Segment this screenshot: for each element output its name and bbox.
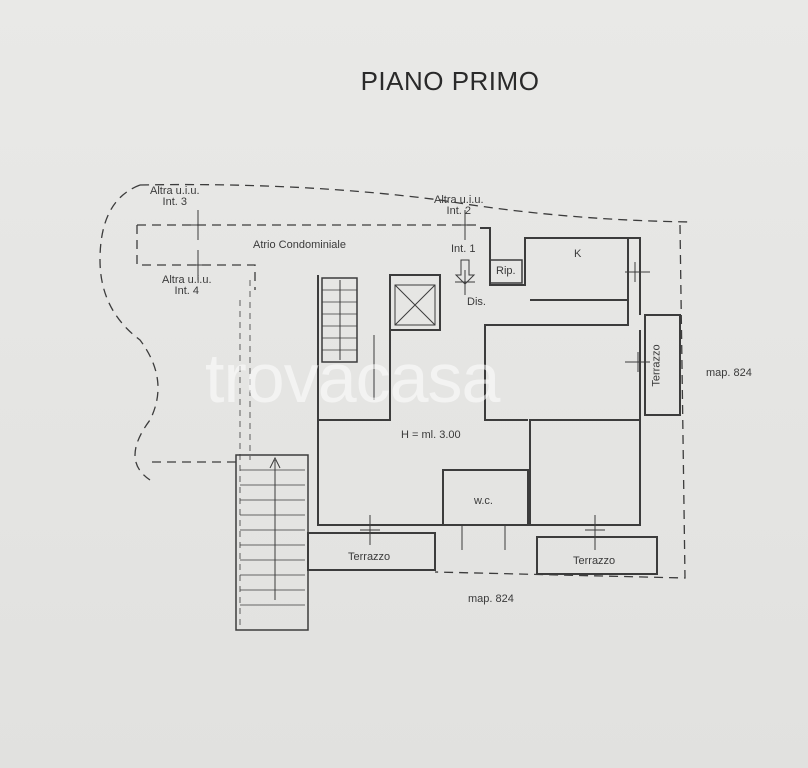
label-rip: Rip. xyxy=(496,265,516,277)
label-terrazzo-bottom-right: Terrazzo xyxy=(573,555,616,567)
label-map-right: map. 824 xyxy=(706,367,752,379)
label-dis: Dis. xyxy=(467,296,486,308)
label-altra-int4: Altra u.i.u.Int. 4 xyxy=(162,274,212,297)
label-altra-int2: Altra u.i.u.Int. 2 xyxy=(434,194,484,217)
label-height: H = ml. 3.00 xyxy=(401,429,461,441)
label-altra-int3: Altra u.i.u.Int. 3 xyxy=(150,185,200,208)
label-wc: w.c. xyxy=(474,495,493,507)
label-atrio: Atrio Condominiale xyxy=(253,239,346,251)
label-terrazzo-right: Terrazzo xyxy=(650,344,663,387)
label-map-bottom: map. 824 xyxy=(468,593,514,605)
label-int1: Int. 1 xyxy=(451,243,476,255)
plan-title: PIANO PRIMO xyxy=(360,66,540,96)
label-terrazzo-left: Terrazzo xyxy=(348,551,391,563)
label-k: K xyxy=(574,248,582,260)
watermark: trovacasa xyxy=(205,339,500,417)
